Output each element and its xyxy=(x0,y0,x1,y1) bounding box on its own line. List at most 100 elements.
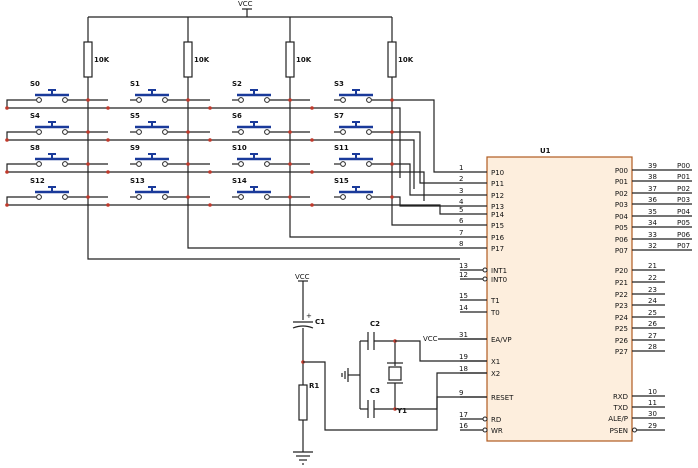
mcu-pin-number: 2 xyxy=(459,175,463,183)
mcu-pin-label: EA/VP xyxy=(491,336,512,344)
crystal-y1 xyxy=(388,366,402,381)
mcu-pin-number: 9 xyxy=(459,389,463,397)
mcu-pin-number: 31 xyxy=(459,331,468,339)
key-switch-s15[interactable]: S15 xyxy=(310,177,394,207)
key-switch-label: S6 xyxy=(232,112,242,120)
row-return-4 xyxy=(7,204,460,215)
mcu-pin-number: 38 xyxy=(648,173,657,181)
key-switch-label: S13 xyxy=(130,177,145,185)
mcu-pin-label: X2 xyxy=(491,370,500,378)
key-switch-label: S10 xyxy=(232,144,247,152)
pullup-resistor-3: 10K xyxy=(285,17,312,78)
mcu-pin-number: 34 xyxy=(648,219,657,227)
mcu-pin-number: 14 xyxy=(459,304,468,312)
key-switch-label: S7 xyxy=(334,112,344,120)
key-switch-s6[interactable]: S6 xyxy=(208,112,292,142)
mcu-pin-label: TXD xyxy=(613,404,628,412)
key-switch-s13[interactable]: S13 xyxy=(106,177,190,207)
mcu-pin-number: 21 xyxy=(648,262,657,270)
mcu-net-label: P05 xyxy=(677,219,690,227)
mcu-pin-number: 17 xyxy=(459,411,468,419)
mcu-pin-number: 32 xyxy=(648,242,657,250)
mcu-pin-label: P16 xyxy=(491,234,505,242)
mcu-pin-number: 27 xyxy=(648,332,657,340)
reset-cap-label: C1 xyxy=(315,318,325,326)
mcu-pin-label: P00 xyxy=(615,167,628,175)
mcu-pin-label: P05 xyxy=(615,224,628,232)
key-switch-s3[interactable]: S3 xyxy=(310,80,394,110)
mcu-pin-label: INT1 xyxy=(491,267,507,275)
mcu-pin-label: P01 xyxy=(615,178,628,186)
mcu-pin-number: 28 xyxy=(648,343,657,351)
key-switch-label: S1 xyxy=(130,80,140,88)
mcu-pin-number: 3 xyxy=(459,187,463,195)
mcu-pin-label: RXD xyxy=(613,393,628,401)
mcu-pin-label: P25 xyxy=(615,325,628,333)
mcu-pin-number: 23 xyxy=(648,286,657,294)
key-switch-s11[interactable]: S11 xyxy=(310,144,394,174)
key-switch-s10[interactable]: S10 xyxy=(208,144,292,174)
key-switch-label: S4 xyxy=(30,112,40,120)
reset-vcc-label: VCC xyxy=(295,273,310,281)
key-switch-s7[interactable]: S7 xyxy=(310,112,394,142)
key-switch-label: S2 xyxy=(232,80,242,88)
row-wire-2 xyxy=(6,131,460,184)
crystal-cap-c3-label: C3 xyxy=(370,387,380,395)
key-switch-s9[interactable]: S9 xyxy=(106,144,190,174)
mcu-chip: U1 xyxy=(486,147,633,442)
mcu-net-label: P02 xyxy=(677,185,690,193)
row-wire-3 xyxy=(6,163,460,196)
mcu-net-label: P04 xyxy=(677,208,691,216)
reset-resistor-r1: R1 xyxy=(298,382,319,421)
key-switch-s2[interactable]: S2 xyxy=(208,80,292,110)
mcu-pin-number: 12 xyxy=(459,271,468,279)
key-switch-label: S9 xyxy=(130,144,140,152)
key-switch-s1[interactable]: S1 xyxy=(106,80,190,110)
mcu-pin-label: P21 xyxy=(615,279,628,287)
mcu-pin-label: P27 xyxy=(615,348,628,356)
mcu-pin-number: 33 xyxy=(648,231,657,239)
mcu-pin-number: 35 xyxy=(648,208,657,216)
key-switch-s0[interactable]: S0 xyxy=(5,80,90,110)
mcu-left-pins: 1P102P113P124P135P146P157P168P1713INT112… xyxy=(459,164,514,435)
mcu-pin-number: 6 xyxy=(459,217,464,225)
mcu-pin-p26: P26 27 xyxy=(615,332,665,345)
key-switch-s12[interactable]: S12 xyxy=(5,177,90,207)
key-switch-label: S11 xyxy=(334,144,349,152)
mcu-pin-label: P10 xyxy=(491,169,504,177)
key-switch-s5[interactable]: S5 xyxy=(106,112,190,142)
mcu-pin-number: 25 xyxy=(648,309,657,317)
mcu-chip-name: U1 xyxy=(540,147,551,155)
mcu-pin-label: P14 xyxy=(491,211,505,219)
ea-vcc-net: VCC xyxy=(423,335,487,343)
mcu-pin-number: 26 xyxy=(648,320,657,328)
mcu-pin-label: P26 xyxy=(615,337,629,345)
key-switch-s14[interactable]: S14 xyxy=(208,177,292,207)
pullup-resistor-2: 10K xyxy=(183,17,210,78)
mcu-pin-label: INT0 xyxy=(491,276,507,284)
mcu-pin-number: 8 xyxy=(459,240,463,248)
key-switch-s8[interactable]: S8 xyxy=(5,144,90,174)
row-wire-4 xyxy=(6,196,460,207)
pullup-resistor-2-value: 10K xyxy=(194,56,210,64)
reset-res-label: R1 xyxy=(309,382,319,390)
key-switch-s4[interactable]: S4 xyxy=(5,112,90,142)
